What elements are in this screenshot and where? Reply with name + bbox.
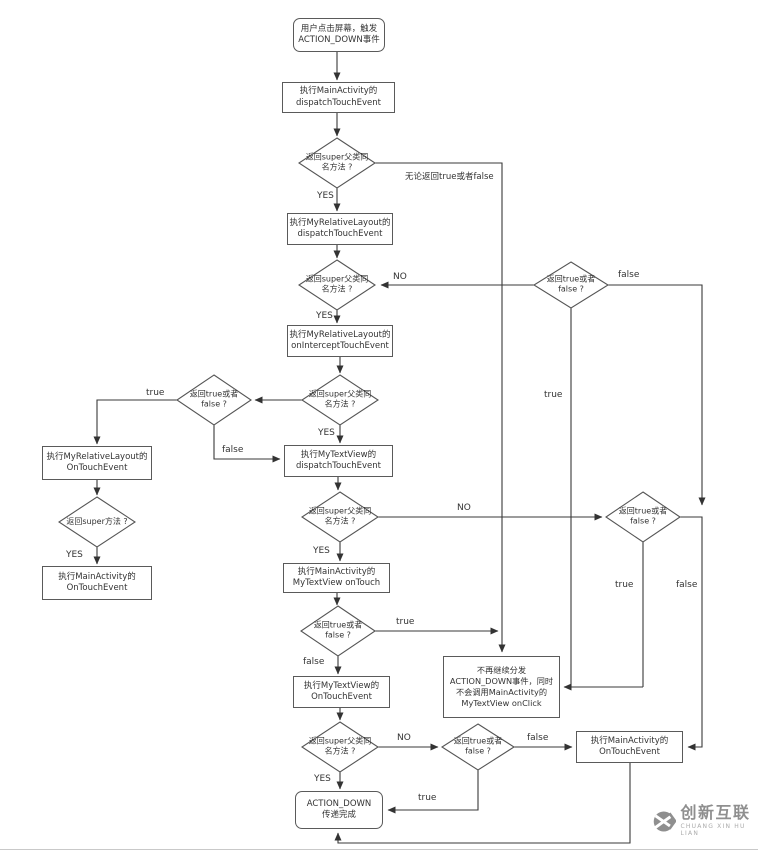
diamond-superq5-label: 返回super父类同 名方法 ? — [308, 736, 372, 756]
diamond-retqbottom-shape — [440, 723, 516, 771]
diamond-supersimpleq-label: 返回super方法 ? — [66, 516, 128, 526]
node-main-ontouch-bottom-line1: 执行MainActivity的 — [590, 735, 669, 746]
node-main-mytv-ontouch-line2: MyTextView onTouch — [292, 578, 381, 588]
edge-label-yes1: YES — [317, 191, 334, 201]
node-rel-ontouch: 执行MyRelativeLayout的 OnTouchEvent — [42, 446, 152, 480]
node-main-ontouch-left-line2: OnTouchEvent — [66, 583, 128, 593]
edge-label-yes2: YES — [316, 311, 333, 321]
node-done: ACTION_DOWN 传递完成 — [295, 791, 383, 829]
node-main-ontouch-left-line1: 执行MainActivity的 — [58, 571, 136, 582]
diamond-retqleft-shape — [176, 374, 252, 426]
node-main-ontouch-bottom: 执行MainActivity的 OnTouchEvent — [576, 731, 683, 763]
logo-mark-icon — [653, 810, 676, 832]
edge-label-false-bottom: false — [527, 733, 549, 743]
node-main-ontouch-bottom-line2: OnTouchEvent — [599, 747, 660, 757]
node-main-dispatch-line2: dispatchTouchEvent — [296, 97, 381, 108]
diamond-retqcenter-shape — [300, 605, 376, 657]
edge-mainontouchbottom-to-done — [334, 763, 631, 844]
diamond-retqmidright-shape — [605, 491, 681, 543]
node-start-line2: ACTION_DOWN事件 — [298, 35, 380, 45]
node-tv-dispatch-line2: dispatchTouchEvent — [296, 461, 381, 471]
edge-label-no-mid: NO — [457, 503, 471, 513]
node-rel-intercept-line2: onInterceptTouchEvent — [291, 341, 389, 351]
diamond-retqcenter-label: 返回true或者 false ? — [313, 620, 363, 640]
node-rel-intercept-line1: 执行MyRelativeLayout的 — [289, 329, 391, 340]
node-no-more-dispatch-line4: MyTextView onClick — [461, 698, 542, 709]
diamond-superq5-shape — [300, 721, 380, 773]
edge-label-false-left: false — [222, 445, 244, 455]
diamond-superq1-label: 返回super父类同 名方法 ? — [305, 152, 369, 172]
diamond-superq2-shape — [297, 259, 377, 311]
edge-retqbottom-true-to-done — [387, 770, 479, 814]
node-done-line1: ACTION_DOWN — [306, 798, 372, 809]
diamond-supersimpleq-shape — [57, 496, 137, 548]
node-tv-ontouchevent-line1: 执行MyTextView的 — [303, 680, 380, 691]
node-main-dispatch: 执行MainActivity的 dispatchTouchEvent — [282, 82, 395, 113]
edge-label-true-center: true — [396, 617, 415, 627]
node-main-ontouch-left: 执行MainActivity的 OnTouchEvent — [42, 566, 152, 600]
node-rel-dispatch: 执行MyRelativeLayout的 dispatchTouchEvent — [287, 213, 393, 245]
edge-label-yes4: YES — [313, 546, 330, 556]
edge-label-true-left: true — [146, 388, 165, 398]
diamond-retqmidright-label: 返回true或者 false ? — [618, 506, 668, 526]
diamond-superq1-shape — [297, 137, 377, 189]
edge-label-no-bottom: NO — [397, 733, 411, 743]
node-main-mytv-ontouch: 执行MainActivity的 MyTextView onTouch — [283, 563, 390, 593]
logo-subtitle: CHUANG XIN HU LIAN — [680, 823, 746, 837]
node-rel-intercept: 执行MyRelativeLayout的 onInterceptTouchEven… — [287, 325, 393, 357]
edge-retqleft-false — [213, 425, 281, 463]
edge-label-no-top: NO — [393, 272, 407, 282]
logo-name: 创新互联 — [680, 803, 751, 822]
edge-label-yes3: YES — [318, 428, 335, 438]
diamond-retqtopright-shape — [532, 261, 610, 309]
node-tv-ontouchevent-line2: OnTouchEvent — [311, 692, 372, 702]
diamond-superq3-label: 返回super父类同 名方法 ? — [308, 389, 372, 409]
node-rel-ontouch-line1: 执行MyRelativeLayout的 — [46, 451, 148, 462]
edge-label-yes5: YES — [314, 774, 331, 784]
node-done-line2: 传递完成 — [321, 810, 356, 820]
edge-label-false-center: false — [303, 657, 325, 667]
node-no-more-dispatch-line1: 不再继续分发 — [476, 664, 527, 675]
diamond-retqtopright-label: 返回true或者 false ? — [546, 274, 596, 294]
node-no-more-dispatch-line2: ACTION_DOWN事件，同时 — [449, 675, 554, 686]
node-rel-dispatch-line2: dispatchTouchEvent — [297, 229, 383, 239]
edge-label-yes-supersimple: YES — [66, 550, 83, 560]
node-start-line1: 用户点击屏幕，触发 — [300, 23, 378, 34]
diamond-superq4-shape — [300, 491, 380, 543]
node-main-mytv-ontouch-line1: 执行MainActivity的 — [297, 566, 376, 577]
diamond-retqbottom-label: 返回true或者 false ? — [453, 736, 503, 756]
diamond-retqleft-label: 返回true或者 false ? — [189, 389, 239, 409]
edge-retqleft-true — [93, 399, 177, 445]
node-tv-dispatch: 执行MyTextView的 dispatchTouchEvent — [284, 445, 393, 477]
edge-label-true-bottom: true — [418, 793, 437, 803]
edge-label-any-return: 无论返回true或者false — [405, 172, 494, 182]
node-tv-dispatch-line1: 执行MyTextView的 — [300, 449, 377, 460]
edge-label-false-top-right: false — [618, 270, 640, 280]
edge-superq1-anyreturn-to-nodispatch — [375, 162, 506, 653]
edge-retqmidright-false-to-mainontouchbottom — [680, 516, 703, 751]
node-main-dispatch-line1: 执行MainActivity的 — [299, 86, 378, 97]
node-rel-ontouch-line2: OnTouchEvent — [66, 463, 128, 473]
logo-text: 创新互联 CHUANG XIN HU LIAN — [680, 803, 756, 838]
edge-label-false-mid-right: false — [676, 580, 698, 590]
diamond-superq3-shape — [300, 374, 380, 426]
node-tv-ontouchevent: 执行MyTextView的 OnTouchEvent — [293, 676, 390, 708]
watermark-logo: 创新互联 CHUANG XIN HU LIAN — [652, 800, 756, 842]
edge-label-true-top-right: true — [544, 390, 563, 400]
node-no-more-dispatch-line3: 不会调用MainActivity的 — [455, 687, 548, 697]
edge-label-true-mid-right: true — [615, 580, 634, 590]
diamond-superq2-label: 返回super父类同 名方法 ? — [305, 274, 369, 294]
node-rel-dispatch-line1: 执行MyRelativeLayout的 — [289, 217, 391, 228]
node-start: 用户点击屏幕，触发 ACTION_DOWN事件 — [293, 18, 385, 52]
node-no-more-dispatch: 不再继续分发 ACTION_DOWN事件，同时 不会调用MainActivity… — [443, 656, 560, 718]
diamond-superq4-label: 返回super父类同 名方法 ? — [308, 506, 372, 526]
edge-retqtopright-false-down — [608, 284, 706, 506]
